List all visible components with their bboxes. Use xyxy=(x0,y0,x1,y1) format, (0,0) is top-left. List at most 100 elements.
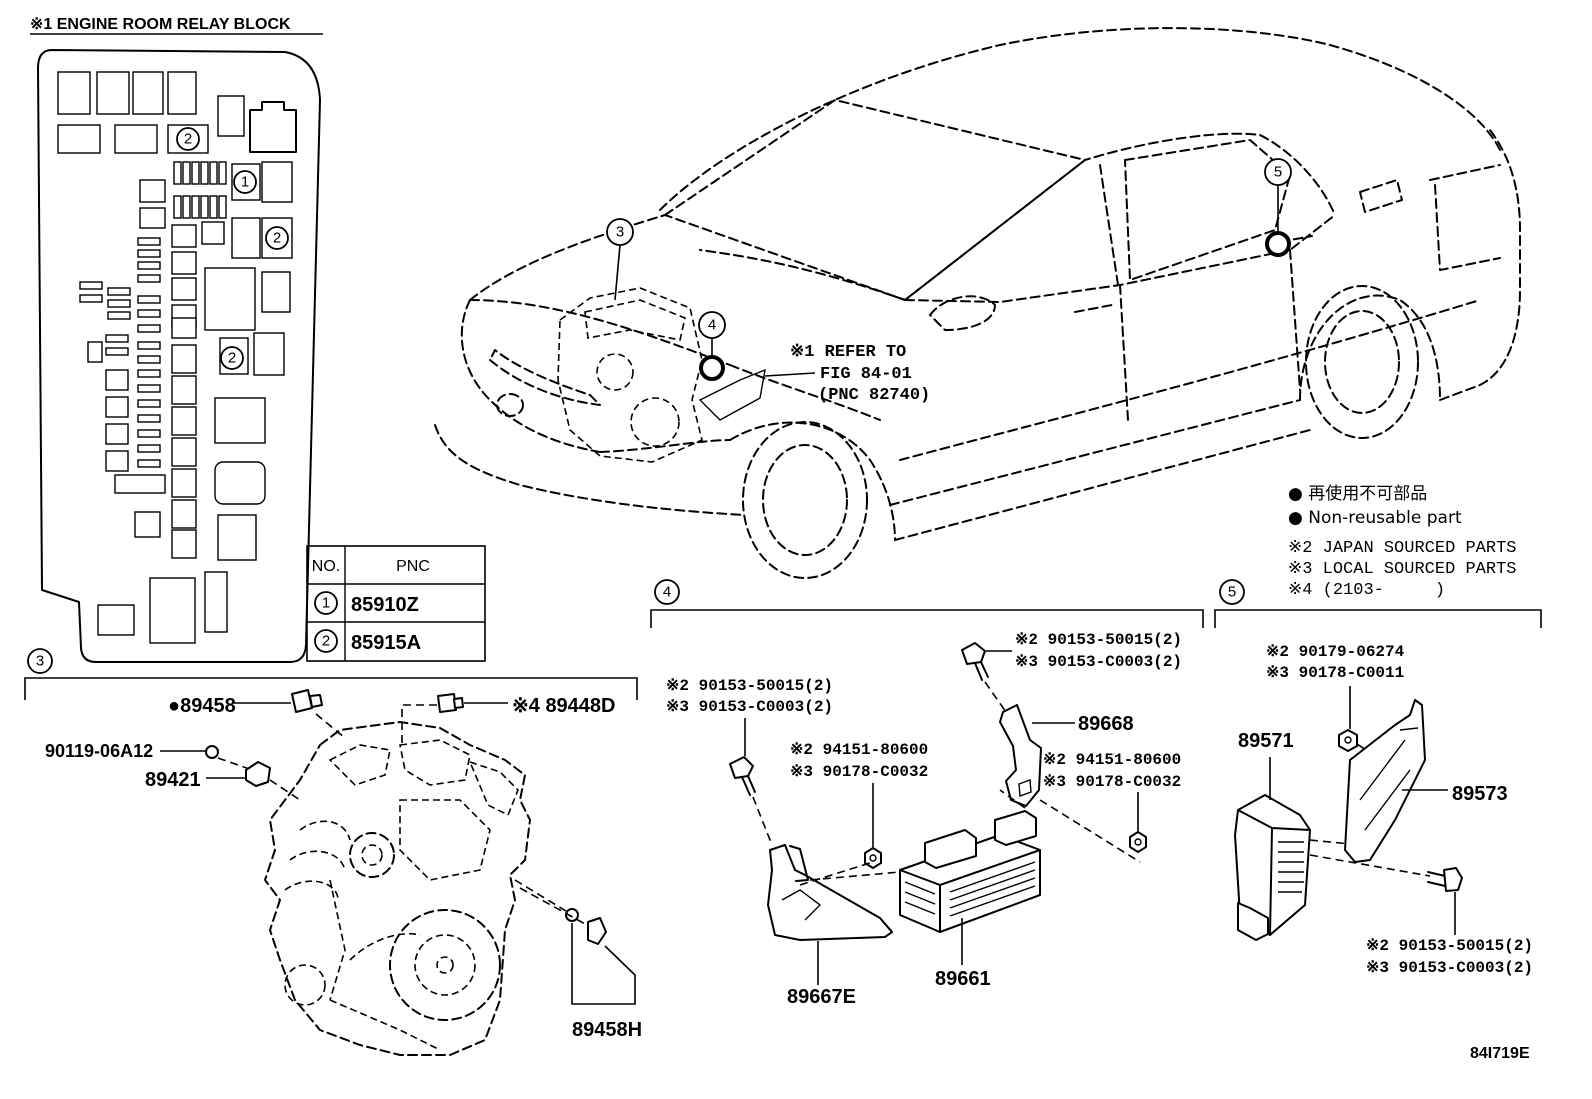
sensor-washer xyxy=(565,908,579,922)
pnc-row-value: 85915A xyxy=(351,632,421,654)
bolt-shank xyxy=(741,775,756,796)
relay-block-slot xyxy=(171,499,197,529)
nut-bore xyxy=(1134,838,1142,846)
vehicle-mirror xyxy=(929,295,996,331)
part-label-89458h: 89458H xyxy=(572,1019,642,1041)
bracket-rib xyxy=(1359,727,1419,831)
part-label-nut-center-japan: ※2 94151-80600 xyxy=(790,741,928,759)
vehicle-engine-head xyxy=(584,299,686,341)
section-5: 5 ※2 90179-06274 ※3 90178-C0011 89571 89… xyxy=(1214,579,1542,977)
relay-block-slot xyxy=(167,71,197,115)
vehicle-fuel-door xyxy=(1359,179,1403,213)
relay-callout-circle xyxy=(233,170,257,194)
relay-block-slot xyxy=(231,217,261,259)
bracket-89668: 89668 xyxy=(999,704,1134,807)
relay-block-slot xyxy=(191,161,200,185)
relay-block-slot xyxy=(218,195,227,219)
relay-block-slot xyxy=(107,311,131,320)
relay-callout-2: 1 xyxy=(233,170,257,194)
bracket-body xyxy=(1344,699,1426,863)
install-line xyxy=(984,681,1007,713)
sensor-tip xyxy=(309,694,323,708)
vehicle-side-sill xyxy=(889,399,1311,541)
relay-block-slot xyxy=(79,281,103,290)
vehicle-windshield xyxy=(664,99,1086,301)
relay-block-slot xyxy=(137,237,161,246)
install-line xyxy=(799,861,901,886)
bolt-head xyxy=(729,756,754,779)
pnc-table-row: 1 85910Z xyxy=(314,591,419,616)
callout-number: 4 xyxy=(708,317,716,334)
relay-block-slot xyxy=(137,444,161,453)
callout-number: 3 xyxy=(616,224,624,241)
sensor-89458: ●89458 xyxy=(168,689,346,739)
section-4: 4 ※2 90153-50015(2) ※3 90153-C0003(2) ※2… xyxy=(650,579,1204,1008)
relay-callout-number: 2 xyxy=(184,131,192,148)
install-line xyxy=(514,879,588,926)
part-label-nut-right-japan: ※2 94151-80600 xyxy=(1043,751,1181,769)
bolt-head xyxy=(205,745,219,759)
sensor-body xyxy=(437,693,457,713)
relay-block-slot xyxy=(105,334,129,343)
install-line xyxy=(1356,743,1379,759)
nut-bore xyxy=(1344,736,1352,744)
relay-callout-1: 2 xyxy=(176,127,200,151)
bracket-89667e: 89667E xyxy=(767,844,901,1008)
relay-block-slot xyxy=(87,341,103,363)
install-line xyxy=(999,789,1141,863)
callout-leader xyxy=(614,244,621,301)
location-marker xyxy=(1265,231,1291,257)
relay-block-slot xyxy=(149,577,196,644)
vehicle-rear-wheel-arch xyxy=(1299,294,1441,401)
part-label-bolt-left-local: ※3 90153-C0003(2) xyxy=(666,698,833,716)
part-label-bolt-japan: ※2 90153-50015(2) xyxy=(1366,937,1533,955)
relay-callout-number: 2 xyxy=(228,350,236,367)
reference-note-line2: FIG 84-01 xyxy=(820,365,912,384)
bracket-body xyxy=(999,704,1042,807)
pnc-table-header-no: NO. xyxy=(312,558,340,575)
pnc-row-number-circle xyxy=(314,591,338,615)
nut-body xyxy=(864,847,882,869)
pnc-row-number: 1 xyxy=(322,595,330,612)
legend-note-japan: ※2 JAPAN SOURCED PARTS xyxy=(1288,539,1516,558)
legend-note-date: ※4 (2103- ) xyxy=(1288,581,1445,600)
engine-intake-runners xyxy=(284,820,351,899)
part-label-89573: 89573 xyxy=(1452,783,1508,805)
reference-note-line3: (PNC 82740) xyxy=(818,386,930,405)
vehicle-headlight xyxy=(489,349,601,406)
relay-block-slot xyxy=(132,71,164,115)
relay-block-slot xyxy=(171,437,197,467)
part-label-bolt-left-japan: ※2 90153-50015(2) xyxy=(666,677,833,695)
vehicle-front-fender xyxy=(599,364,881,453)
engine-transmission-inner xyxy=(414,934,476,996)
relay-block-slot xyxy=(214,397,266,444)
nut-body xyxy=(1129,831,1147,853)
relay-block-slot xyxy=(137,249,161,258)
sensor-89458h: 89458H xyxy=(514,879,642,1041)
part-label-bolt-top-japan: ※2 90153-50015(2) xyxy=(1015,631,1182,649)
relay-block-title: ※1 ENGINE ROOM RELAY BLOCK xyxy=(30,16,291,33)
relay-block-slot xyxy=(217,514,257,561)
label-bracket xyxy=(571,923,636,1005)
relay-block-slot xyxy=(57,124,101,154)
relay-block-slot xyxy=(171,468,197,498)
sensor-body xyxy=(245,761,271,787)
relay-block-slot xyxy=(171,277,197,301)
relay-block-slot xyxy=(137,355,161,364)
part-label-nut-center-local: ※3 90178-C0032 xyxy=(790,763,928,781)
relay-callout-3: 2 xyxy=(265,226,289,250)
relay-block-slot xyxy=(105,369,129,391)
relay-block-slot xyxy=(173,195,182,219)
part-label-89421: 89421 xyxy=(145,769,201,791)
ecu-89571: 89571 xyxy=(1234,730,1431,941)
relay-block-slot xyxy=(182,195,191,219)
relay-block-slot xyxy=(137,341,161,350)
ecu-89661: 89661 xyxy=(899,810,1041,990)
relay-block-slot xyxy=(96,71,130,115)
section-number: 3 xyxy=(36,653,44,670)
relay-block-slot xyxy=(173,161,182,185)
ecu-edge xyxy=(899,849,1041,933)
engine-exhaust xyxy=(329,879,441,1051)
reference-leader xyxy=(764,372,816,377)
ecu-edge xyxy=(1237,809,1311,936)
